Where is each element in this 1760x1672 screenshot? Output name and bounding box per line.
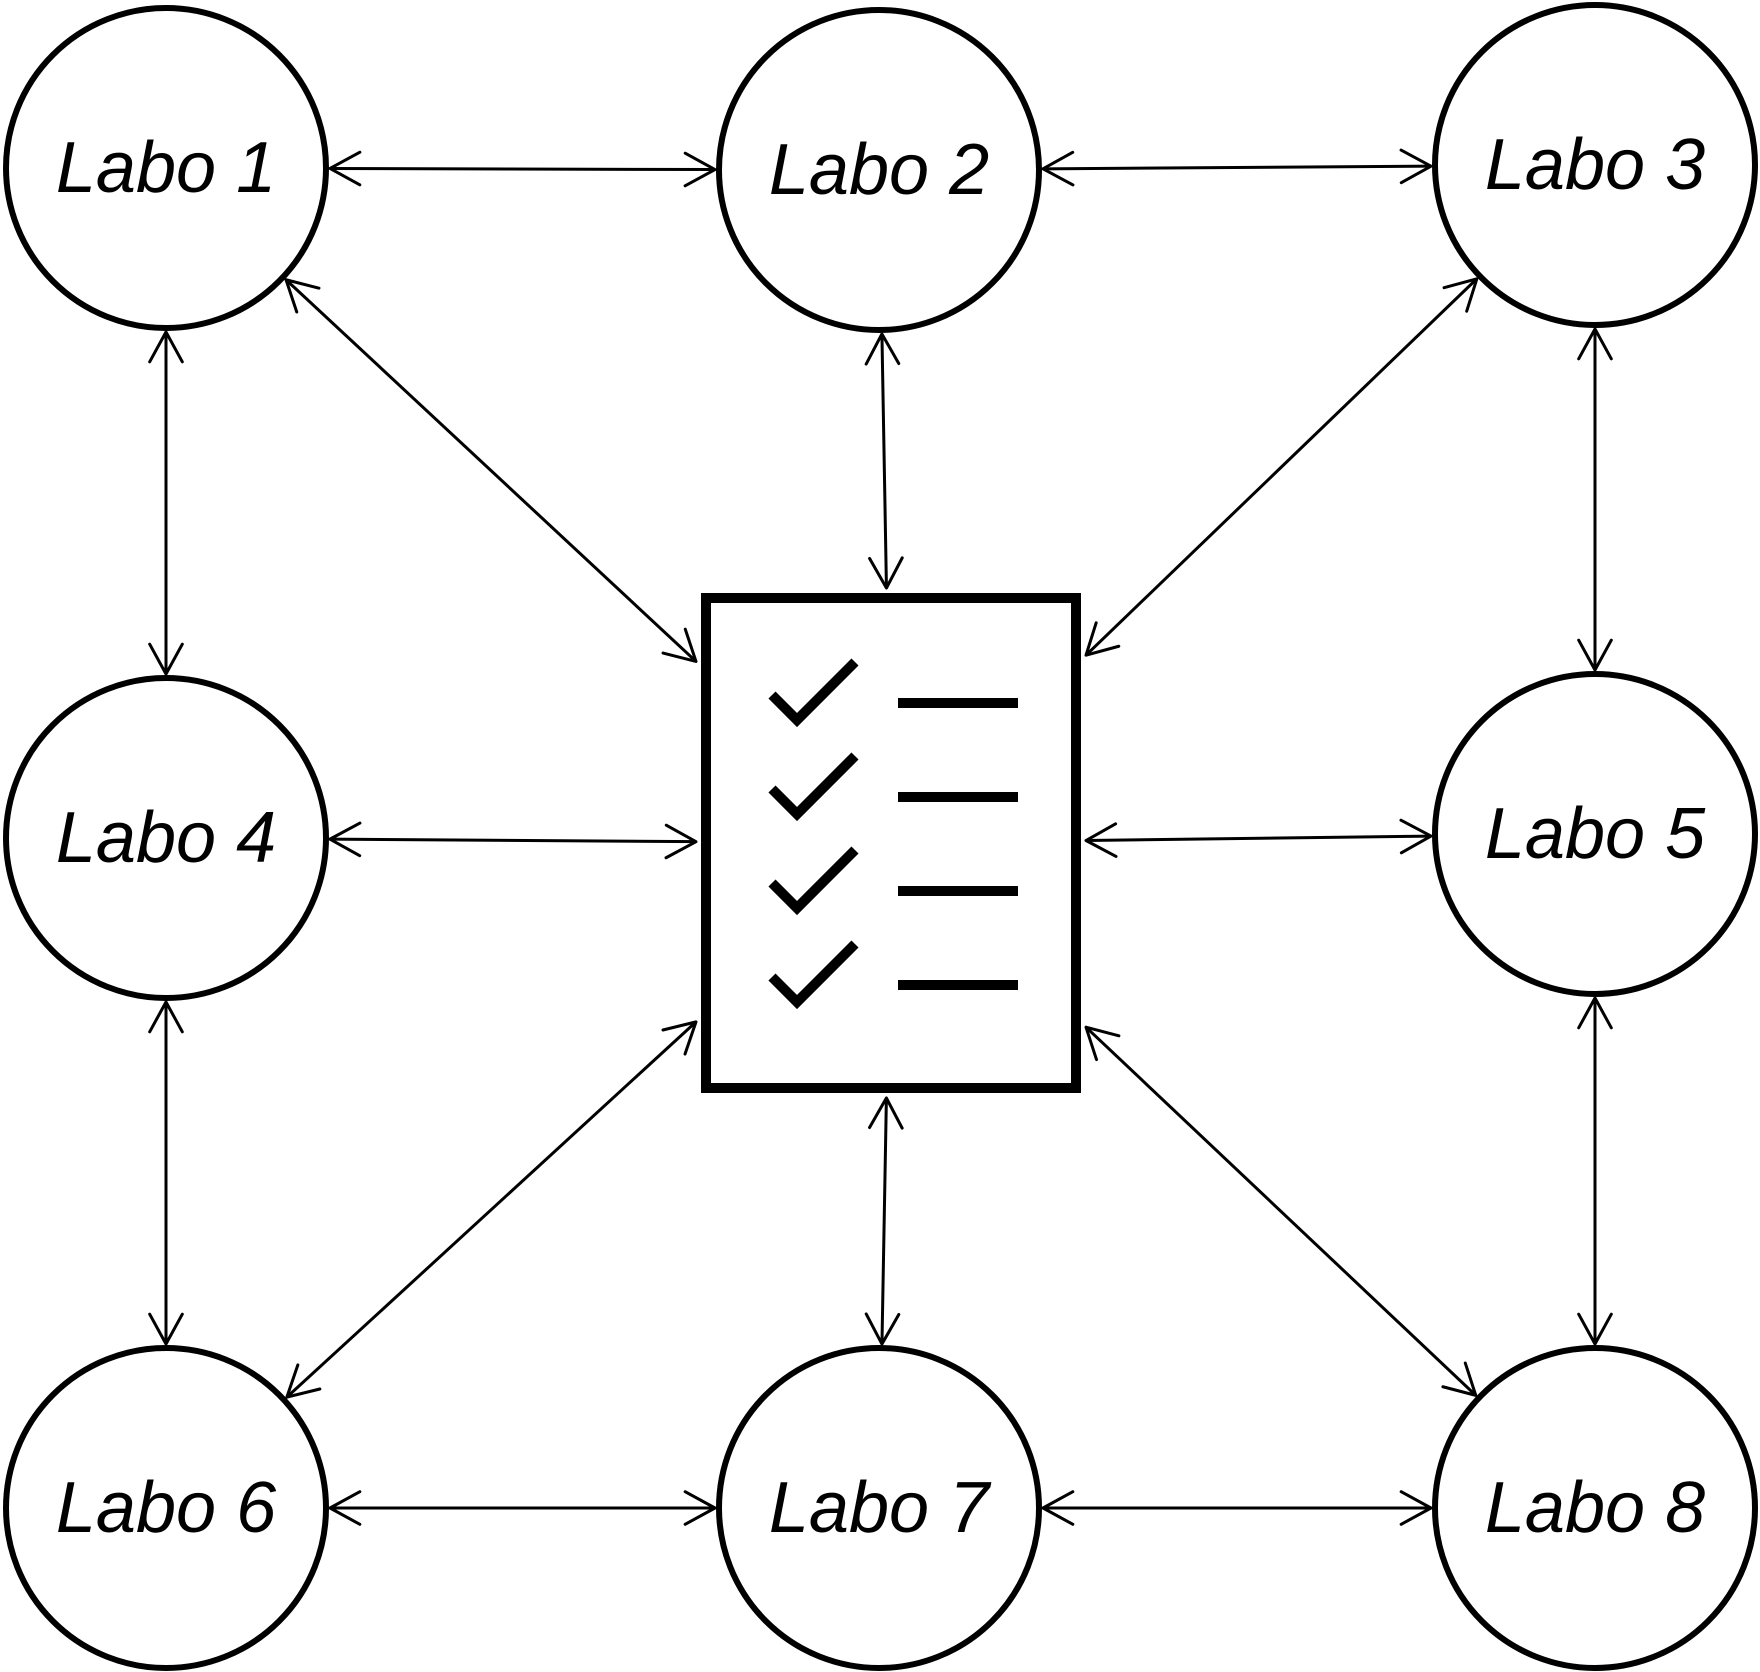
- checklist-row: [768, 940, 1018, 1010]
- arrow-head: [148, 330, 184, 364]
- edge-labo-7-labo-8: [1041, 1490, 1433, 1526]
- check-icon: [768, 846, 859, 916]
- edge-labo-5-labo-8: [1577, 996, 1613, 1346]
- arrow-head: [868, 1096, 904, 1130]
- node-label: Labo 6: [56, 1468, 277, 1548]
- edge-labo-4-labo-6: [148, 1000, 184, 1346]
- node-labo-4: Labo 4: [3, 675, 329, 1001]
- arrow-head: [148, 642, 184, 676]
- node-circle: [716, 1345, 1042, 1671]
- arrow-head: [864, 1312, 901, 1346]
- node-circle: [3, 1345, 329, 1671]
- arrow-head: [683, 1490, 717, 1526]
- edge-line: [329, 837, 697, 844]
- checklist-row: [768, 752, 1018, 822]
- checklist-row: [768, 846, 1018, 916]
- edge-labo-3-center: [1084, 277, 1479, 657]
- node-label: Labo 1: [56, 128, 276, 208]
- edge-labo-5-center: [1084, 818, 1433, 858]
- node-labo-8: Labo 8: [1432, 1345, 1758, 1671]
- arrow-head: [1084, 621, 1121, 657]
- check-icon: [768, 752, 859, 822]
- edge-line: [880, 1097, 888, 1345]
- arrow-head: [148, 1312, 184, 1346]
- node-labo-1: Labo 1: [3, 5, 329, 331]
- arrow-head: [1041, 1490, 1075, 1526]
- edge-line: [880, 333, 888, 589]
- edge-labo-3-labo-5: [1577, 327, 1613, 672]
- arrow-head: [868, 556, 904, 590]
- arrow-head: [1399, 1490, 1433, 1526]
- arrow-head: [1577, 327, 1613, 361]
- node-circle: [716, 7, 1042, 333]
- node-labo-5: Labo 5: [1432, 671, 1758, 997]
- arrow-head: [661, 1020, 698, 1056]
- arrow-head: [148, 1000, 184, 1034]
- edge-line: [1042, 164, 1432, 171]
- arrow-head: [1084, 1025, 1121, 1062]
- arrow-head: [1442, 277, 1479, 313]
- edge-labo-2-center: [864, 332, 904, 590]
- arrow-head: [683, 151, 717, 188]
- edge-labo-2-labo-3: [1041, 148, 1433, 187]
- arrow-head: [328, 150, 362, 187]
- node-labo-7: Labo 7: [716, 1345, 1042, 1671]
- edge-line: [1085, 834, 1432, 843]
- edge-line: [285, 1020, 698, 1399]
- arrow-head: [328, 1490, 362, 1526]
- arrow-head: [1577, 638, 1613, 672]
- node-label: Labo 4: [56, 798, 276, 878]
- nodes-layer: Labo 1 Labo 2 Labo 3 Labo 4 Labo 5 Labo …: [3, 2, 1758, 1671]
- node-circle: [1432, 1345, 1758, 1671]
- edge-labo-1-center: [284, 278, 698, 663]
- arrow-head: [284, 278, 321, 314]
- arrow-head: [1399, 148, 1433, 185]
- node-circle: [1432, 671, 1758, 997]
- node-label: Labo 7: [769, 1468, 992, 1548]
- edge-labo-1-labo-2: [328, 150, 717, 188]
- arrow-head: [1084, 822, 1118, 858]
- check-icon: [768, 940, 859, 1010]
- check-icon: [768, 658, 859, 728]
- arrow-head: [664, 823, 698, 860]
- arrow-head: [1041, 150, 1075, 187]
- edge-line: [329, 166, 716, 172]
- arrow-head: [1399, 818, 1433, 855]
- edge-labo-4-center: [328, 821, 698, 860]
- checklist-document-icon: [701, 593, 1081, 1093]
- node-circle: [3, 675, 329, 1001]
- node-labo-3: Labo 3: [1432, 2, 1758, 328]
- node-label: Labo 2: [769, 130, 989, 210]
- edge-labo-6-center: [285, 1020, 698, 1399]
- arrow-head: [661, 627, 698, 663]
- arrow-head: [285, 1363, 322, 1399]
- node-labo-2: Labo 2: [716, 7, 1042, 333]
- node-circle: [1432, 2, 1758, 328]
- edge-line: [1084, 277, 1478, 657]
- arrow-head: [1577, 1312, 1613, 1346]
- arrow-head: [328, 821, 362, 858]
- edge-labo-6-labo-7: [328, 1490, 717, 1526]
- edge-labo-8-center: [1084, 1025, 1478, 1397]
- checklist-row: [768, 658, 1018, 728]
- edge-line: [1084, 1026, 1477, 1397]
- arrow-head: [1577, 996, 1613, 1030]
- edge-line: [285, 278, 698, 663]
- node-labo-6: Labo 6: [3, 1345, 329, 1671]
- edge-labo-7-center: [864, 1096, 904, 1346]
- edge-labo-1-labo-4: [148, 330, 184, 676]
- node-circle: [3, 5, 329, 331]
- arrow-head: [864, 332, 901, 366]
- node-label: Labo 8: [1485, 1468, 1705, 1548]
- node-label: Labo 5: [1485, 794, 1706, 874]
- edges-layer: [148, 148, 1613, 1526]
- arrow-head: [1441, 1361, 1478, 1397]
- node-label: Labo 3: [1485, 125, 1705, 205]
